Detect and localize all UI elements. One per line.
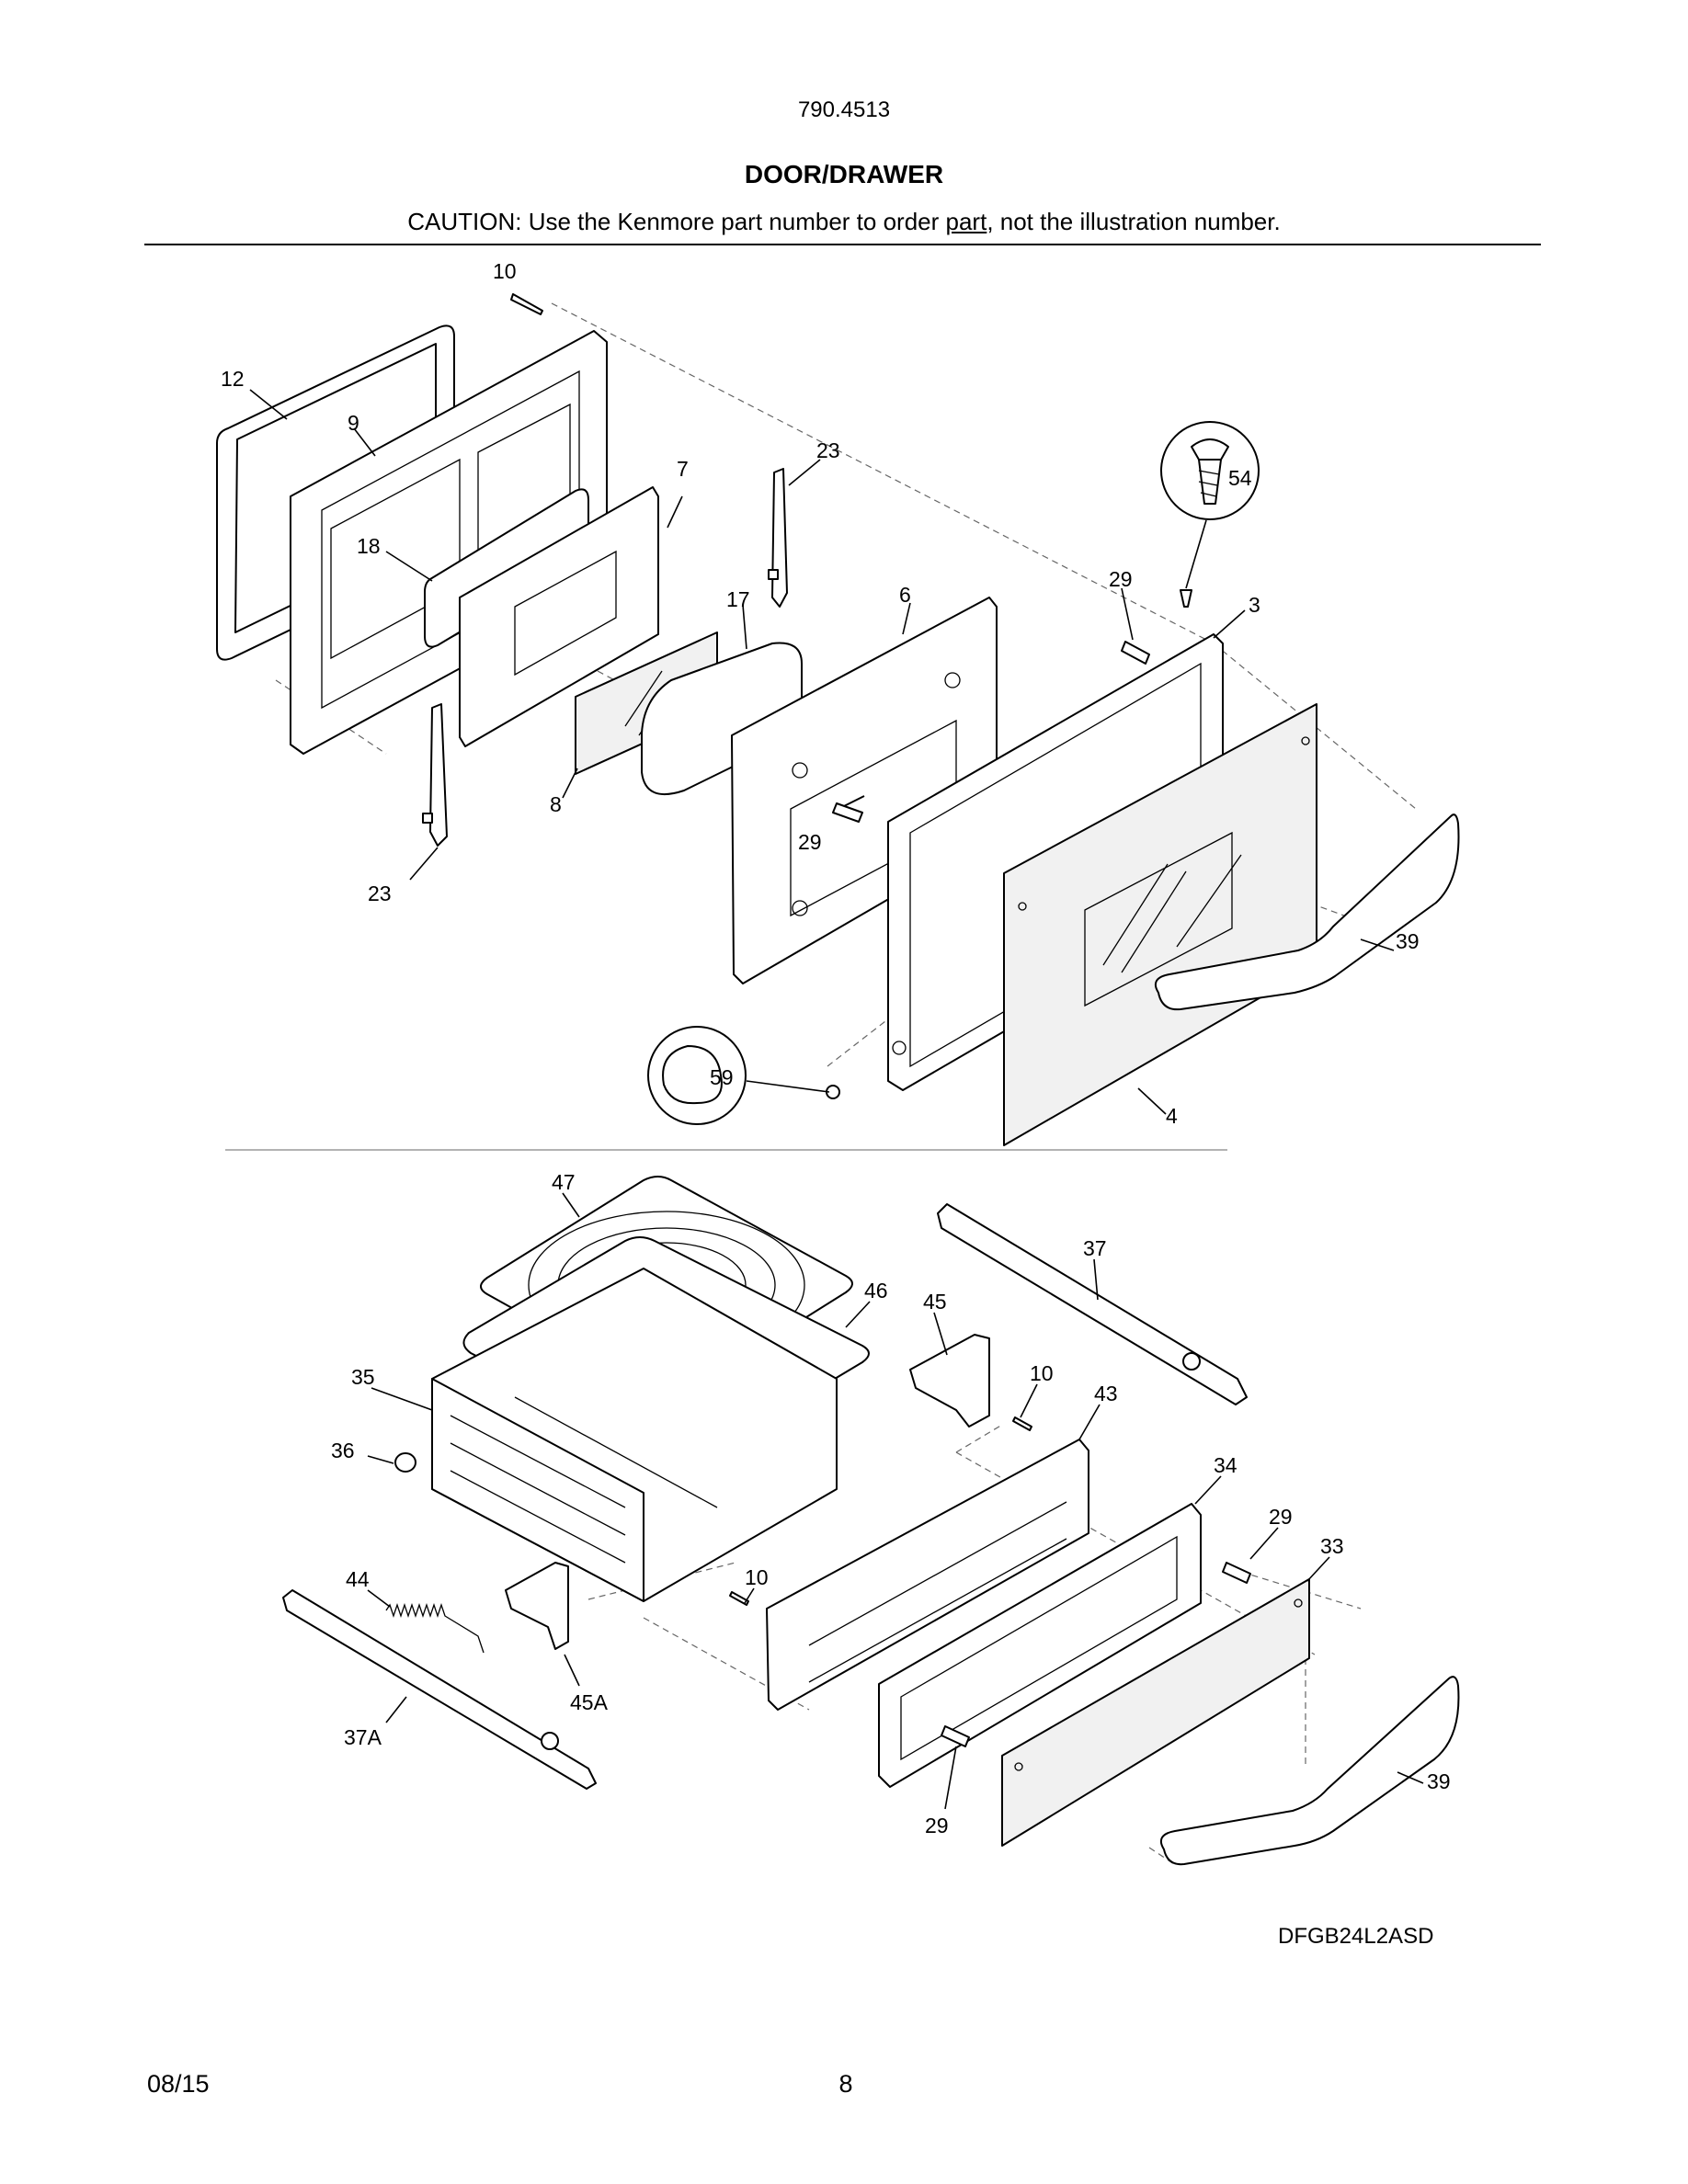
page-number: 8 [838,2070,853,2098]
bracket-part-45a [505,1562,569,1650]
footer-date: 08/15 [147,2070,210,2098]
door-callout: 39 [1396,929,1420,953]
header-rule [144,244,1541,245]
bracket-part-45 [909,1334,990,1428]
screw-part-10 [510,293,543,315]
drawer-front-inner-part-43 [766,1439,1089,1711]
drawer-body-part-35 [431,1268,838,1602]
drawer-callout: 10 [745,1565,769,1589]
drawer-callout: 35 [351,1365,375,1389]
drawer-callout: 45A [570,1690,609,1714]
drawer-assembly: 47 37 46 45 35 10 43 36 34 29 33 10 44 4… [282,1170,1460,1867]
door-callout: 8 [550,792,562,816]
door-callout: 6 [899,583,911,607]
caution-text-start: CAUTION: Use the Kenmore part number to … [407,208,946,235]
drawer-callout: 45 [923,1290,947,1314]
caution-text-end: , not the illustration number. [987,208,1281,235]
drawer-callout: 29 [1269,1505,1293,1529]
roller-part-36 [394,1452,416,1473]
door-callout: 3 [1249,593,1260,617]
door-stop-detail-part-59 [647,1026,840,1125]
drawer-callout: 36 [331,1439,355,1462]
diagram-model-code: DFGB24L2ASD [1278,1924,1434,1949]
door-callout: 17 [726,587,750,611]
drawer-callout: 29 [925,1814,949,1837]
drawer-callout: 37A [344,1725,382,1749]
drawer-callout: 46 [864,1279,888,1302]
screw-detail-part-54 [1160,421,1260,608]
pin-lower-part-29 [832,802,863,823]
door-callout: 9 [348,411,359,435]
drawer-callout: 37 [1083,1236,1107,1260]
door-callout: 29 [798,830,822,854]
door-handle-part-39 [1155,813,1460,1011]
door-callout: 12 [221,367,245,391]
screw-drawer-lower-part-10 [729,1591,749,1606]
drawer-frame-part-34 [878,1503,1202,1788]
caution-text-underlined: part [945,208,987,235]
section-title: DOOR/DRAWER [744,160,944,188]
door-callout: 18 [357,534,381,558]
drawer-glass-part-33 [1001,1578,1310,1847]
drawer-callout: 43 [1094,1382,1118,1405]
drawer-handle-part-39 [1160,1676,1460,1866]
insulation-part-7 [459,486,659,747]
hinge-lower-part-23 [422,703,448,847]
door-assembly: 10 12 9 7 23 54 18 17 6 29 3 8 29 23 39 … [216,259,1460,1146]
door-callout: 7 [677,457,689,481]
drawer-callout: 10 [1030,1361,1054,1385]
door-callout: 4 [1166,1104,1178,1128]
door-callout: 29 [1109,567,1133,591]
door-callout: 23 [816,438,840,462]
door-callout: 59 [710,1065,734,1089]
drawer-callout: 44 [346,1567,370,1591]
drawer-callout: 33 [1320,1534,1344,1558]
drawer-rail-lower-part-37a [282,1589,597,1790]
hinge-upper-part-23 [768,468,788,608]
model-number: 790.4513 [797,97,891,122]
pin-drawer-front-part-29 [941,1725,970,1747]
door-glass-part-4 [1003,703,1317,1146]
door-callout: 23 [368,882,392,905]
drawer-callout: 34 [1214,1453,1237,1477]
pin-upper-part-29 [1121,641,1150,665]
pin-drawer-right-part-29 [1222,1562,1251,1584]
door-callout: 54 [1228,466,1252,490]
spring-part-44 [385,1602,485,1654]
drawer-callout: 39 [1427,1769,1451,1793]
drawer-rail-upper-part-37 [937,1203,1248,1405]
door-callout: 10 [493,259,517,283]
drawer-callout: 47 [552,1170,576,1194]
screw-drawer-upper-part-10 [1012,1416,1032,1431]
caution-note: CAUTION: Use the Kenmore part number to … [0,208,1688,236]
